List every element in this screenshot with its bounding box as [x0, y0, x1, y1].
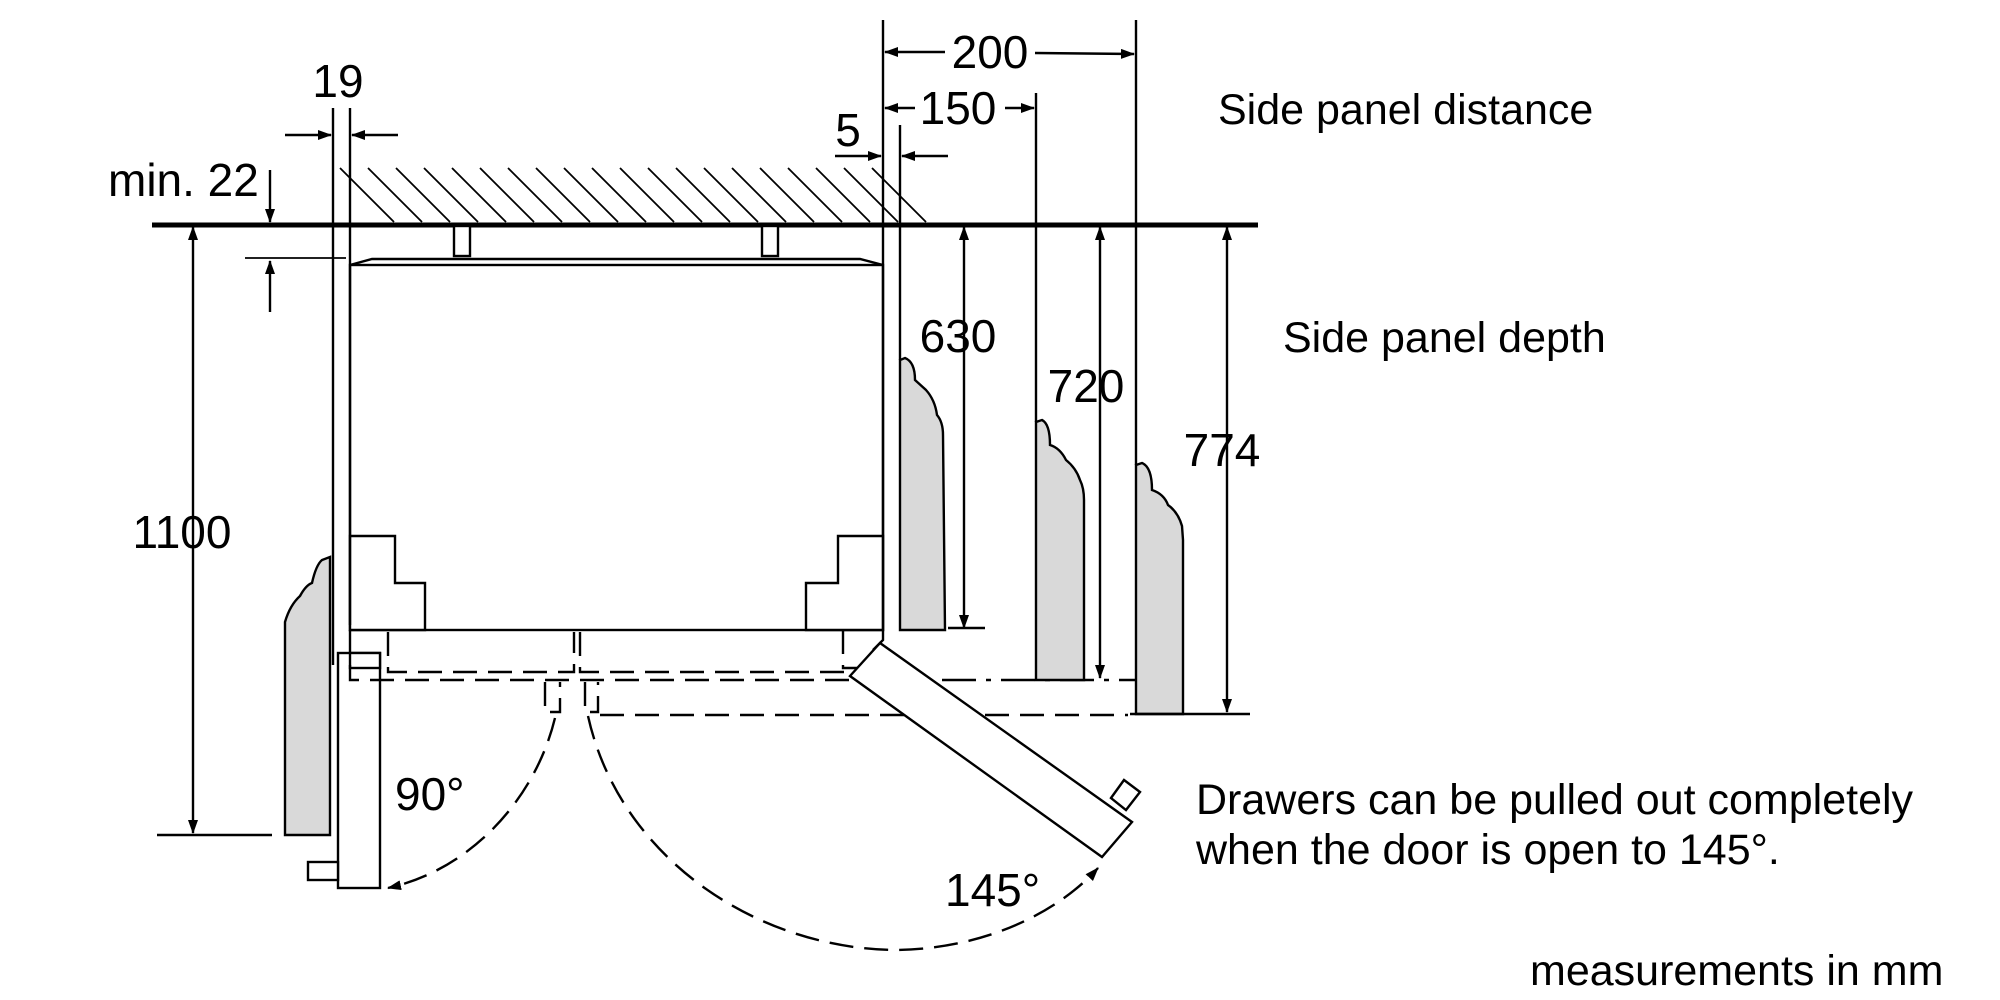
- hatch-line: [815, 167, 871, 223]
- hatch-line: [843, 167, 899, 223]
- side-panel-630: [898, 356, 947, 632]
- hatch-line: [423, 167, 479, 223]
- hatch-line: [759, 167, 815, 223]
- right-door-open-145: [848, 630, 1142, 859]
- hatch-line: [563, 167, 619, 223]
- hatch-line: [731, 167, 787, 223]
- hatch-line: [647, 167, 703, 223]
- hatch-line: [675, 167, 731, 223]
- label-side-panel-depth: Side panel depth: [1283, 314, 1606, 362]
- side-panel-720: [1034, 418, 1086, 682]
- hatch-line: [395, 167, 451, 223]
- dim-min-22: min. 22: [108, 154, 259, 206]
- dim-5: 5: [835, 104, 861, 156]
- side-panel-left: [283, 555, 332, 837]
- hatch-line: [703, 167, 759, 223]
- door-swing-arcs: [387, 715, 1099, 952]
- angle-90: 90°: [395, 768, 465, 820]
- wall-hatching: [339, 167, 927, 223]
- hatch-line: [591, 167, 647, 223]
- label-drawers-line2: when the door is open to 145°.: [1195, 826, 1780, 874]
- hatch-line: [787, 167, 843, 223]
- label-units: measurements in mm: [1530, 947, 1943, 995]
- side-panel-774: [1134, 461, 1185, 716]
- hatch-line: [479, 167, 535, 223]
- dim-150: 150: [920, 82, 997, 134]
- dim-1100: 1100: [133, 506, 232, 558]
- dim-200: 200: [952, 26, 1029, 78]
- label-side-panel-distance: Side panel distance: [1218, 86, 1593, 134]
- rear-wall: [152, 167, 1258, 228]
- label-drawers-line1: Drawers can be pulled out completely: [1196, 776, 1914, 824]
- hatch-line: [451, 167, 507, 223]
- dimension-lines: [188, 47, 1232, 834]
- dim-720: 720: [1048, 360, 1125, 412]
- wall-spacer-right: [760, 224, 780, 258]
- hatch-line: [507, 167, 563, 223]
- hatch-line: [619, 167, 675, 223]
- left-door-open-90: [283, 108, 382, 890]
- angle-145: 145°: [945, 864, 1040, 916]
- dim-19: 19: [312, 55, 363, 107]
- hatch-line: [535, 167, 591, 223]
- dim-774: 774: [1184, 424, 1261, 476]
- hatch-line: [339, 167, 395, 223]
- hatch-line: [367, 167, 423, 223]
- drawers-outline: [348, 630, 1140, 717]
- dim-630: 630: [920, 310, 997, 362]
- wall-spacer-left: [452, 224, 472, 258]
- appliance-body: [348, 224, 885, 632]
- side-panels-right: [898, 356, 1185, 716]
